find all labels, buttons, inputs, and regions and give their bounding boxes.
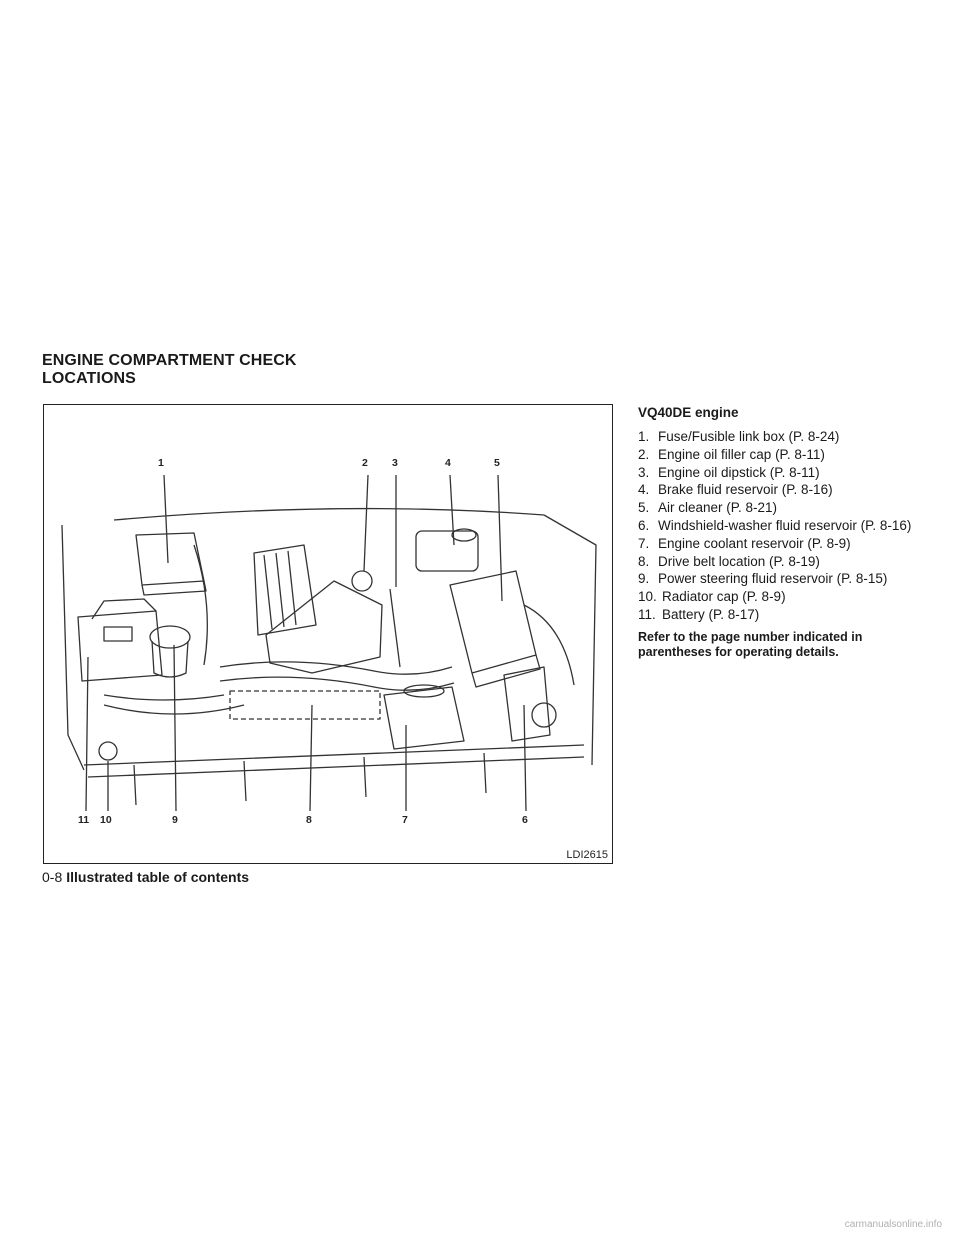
callout-7: 7 bbox=[402, 814, 408, 826]
callout-leader-9 bbox=[173, 644, 177, 812]
callout-8: 8 bbox=[306, 814, 312, 826]
item-number: 7. bbox=[638, 535, 650, 551]
item-text: Brake fluid reservoir (P. 8-16) bbox=[658, 482, 833, 498]
list-item: 8. Drive belt location (P. 8-19) bbox=[638, 553, 923, 571]
callout-leader-5 bbox=[497, 474, 503, 602]
figure-code: LDI2615 bbox=[566, 849, 608, 861]
coolant-reservoir-shape bbox=[383, 686, 465, 750]
list-item: 2. Engine oil filler cap (P. 8-11) bbox=[638, 446, 923, 464]
item-number: 2. bbox=[638, 446, 650, 462]
item-text: Fuse/Fusible link box (P. 8-24) bbox=[658, 429, 840, 444]
parts-list-column: VQ40DE engine 1. Fuse/Fusible link box (P… bbox=[638, 405, 923, 661]
list-item: 4. Brake fluid reservoir (P. 8-16) bbox=[638, 481, 923, 499]
callout-leader-8 bbox=[309, 704, 313, 812]
watermark: carmanualsonline.info bbox=[844, 1219, 942, 1230]
operating-details-note: Refer to the page number indicated in pa… bbox=[638, 629, 863, 660]
callout-2: 2 bbox=[362, 457, 368, 469]
item-text: Radiator cap (P. 8-9) bbox=[662, 589, 786, 605]
callout-4: 4 bbox=[445, 457, 451, 469]
item-number: 1. bbox=[638, 429, 650, 444]
washer-reservoir-shape bbox=[503, 666, 551, 742]
fuse-box-shape bbox=[135, 532, 205, 586]
callout-6: 6 bbox=[522, 814, 528, 826]
page-number: 0-8 bbox=[42, 869, 63, 885]
item-number: 11. bbox=[638, 606, 656, 622]
item-number: 3. bbox=[638, 464, 650, 480]
radiator-cap-shape bbox=[98, 741, 118, 761]
item-number: 8. bbox=[638, 553, 650, 569]
callout-3: 3 bbox=[392, 457, 398, 469]
list-item: 11. Battery (P. 8-17) bbox=[638, 606, 923, 624]
callout-10: 10 bbox=[100, 814, 112, 826]
item-number: 5. bbox=[638, 500, 650, 516]
item-number: 10. bbox=[638, 589, 657, 605]
item-text: Drive belt location (P. 8-19) bbox=[658, 553, 820, 569]
drive-belt-area bbox=[229, 690, 381, 720]
power-steering-reservoir-shape bbox=[149, 625, 191, 649]
callout-1: 1 bbox=[158, 457, 164, 469]
left-fender-outline bbox=[61, 524, 85, 771]
callout-11: 11 bbox=[78, 814, 90, 826]
section-title-line-2: LOCATIONS bbox=[42, 370, 136, 387]
engine-subheading: VQ40DE engine bbox=[638, 405, 739, 420]
section-title-line-1: ENGINE COMPARTMENT CHECK bbox=[42, 352, 297, 369]
brake-reservoir-shape bbox=[415, 530, 479, 572]
item-text: Engine oil filler cap (P. 8-11) bbox=[658, 446, 825, 462]
callout-leader-4 bbox=[449, 474, 455, 546]
list-item: 6. Windshield-washer fluid reservoir (P. … bbox=[638, 517, 923, 535]
engine-illustration bbox=[61, 474, 597, 812]
section-title: ENGINE COMPARTMENT CHECK LOCATIONS bbox=[42, 352, 297, 388]
callout-leader-11 bbox=[85, 656, 89, 812]
list-item: 5. Air cleaner (P. 8-21) bbox=[638, 499, 923, 517]
callout-leader-6 bbox=[523, 704, 527, 812]
air-cleaner-shape bbox=[449, 570, 537, 674]
battery-shape bbox=[77, 610, 163, 682]
radiator-support-shape bbox=[83, 744, 585, 778]
item-number: 4. bbox=[638, 482, 650, 498]
engine-compartment-figure: 1 2 3 4 5 6 7 8 9 10 11 LDI2615 bbox=[43, 404, 613, 864]
item-text: Windshield-washer fluid reservoir (P. 8-… bbox=[658, 517, 912, 533]
item-text: Engine oil dipstick (P. 8-11) bbox=[658, 464, 820, 480]
list-item: 7. Engine coolant reservoir (P. 8-9) bbox=[638, 535, 923, 553]
item-text: Battery (P. 8-17) bbox=[662, 606, 760, 622]
oil-filler-shape bbox=[351, 570, 373, 592]
parts-list: 1. Fuse/Fusible link box (P. 8-24) 2. Engi… bbox=[638, 428, 923, 624]
intake-duct-shape bbox=[219, 661, 453, 675]
callout-leader-1 bbox=[163, 474, 169, 564]
callout-leader-2 bbox=[363, 474, 369, 572]
footer-title: Illustrated table of contents bbox=[66, 869, 250, 885]
engine-cover-shape bbox=[265, 580, 383, 674]
item-number: 9. bbox=[638, 571, 650, 587]
list-item: 10. Radiator cap (P. 8-9) bbox=[638, 588, 923, 606]
callout-5: 5 bbox=[494, 457, 500, 469]
cowl-outline bbox=[113, 507, 545, 521]
list-item: 1. Fuse/Fusible link box (P. 8-24) bbox=[638, 428, 923, 446]
item-number: 6. bbox=[638, 517, 650, 533]
item-text: Engine coolant reservoir (P. 8-9) bbox=[658, 535, 851, 551]
item-text: Air cleaner (P. 8-21) bbox=[658, 500, 778, 516]
list-item: 9. Power steering fluid reservoir (P. 8-1… bbox=[638, 570, 923, 588]
callout-9: 9 bbox=[172, 814, 178, 826]
right-fender-outline bbox=[543, 514, 597, 766]
list-item: 3. Engine oil dipstick (P. 8-11) bbox=[638, 464, 923, 482]
item-text: Power steering fluid reservoir (P. 8-15) bbox=[658, 571, 888, 587]
intake-manifold-shape bbox=[253, 544, 317, 636]
